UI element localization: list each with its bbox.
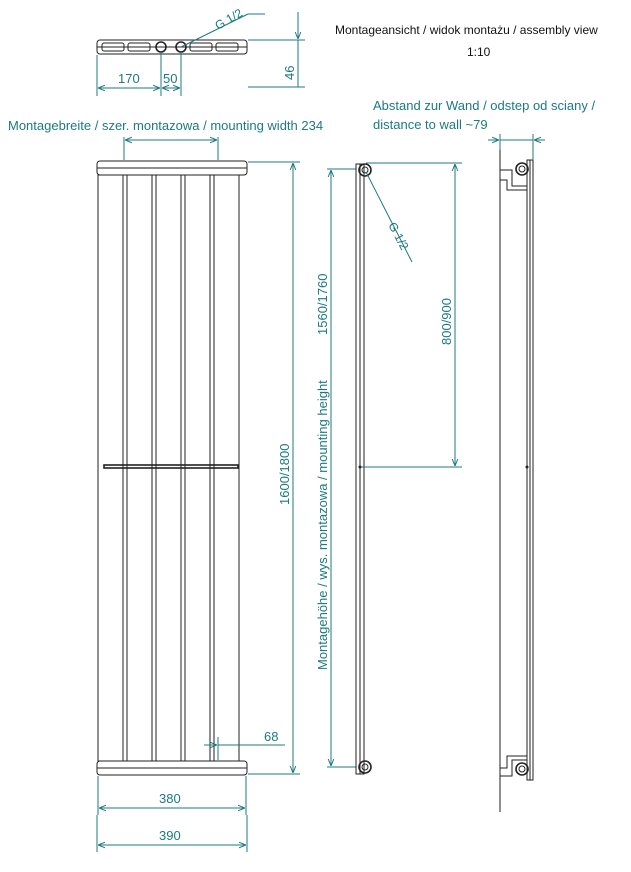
drawing-scale: 1:10 <box>467 45 491 59</box>
bracket-distance-label: 800/900 <box>439 298 454 345</box>
top-dim-46: 46 <box>282 66 297 80</box>
top-view: G 1/2 170 50 46 <box>96 6 305 96</box>
mounting-height-dimension: Montagehöhe / wys. montazowa / mounting … <box>315 168 356 768</box>
dim-390: 390 <box>159 828 181 843</box>
side-view: G 1/2 800/900 <box>355 162 462 775</box>
height-dim-label: 1600/1800 <box>277 444 292 505</box>
dim-68: 68 <box>264 729 278 744</box>
side-top-connection <box>358 163 372 177</box>
dim-380: 380 <box>159 791 181 806</box>
mounting-height-value: 1560/1760 <box>315 274 330 335</box>
side-connection-label: G 1/2 <box>385 220 411 253</box>
top-dim-50: 50 <box>163 71 177 86</box>
side-bottom-connection <box>358 760 372 774</box>
top-dim-170: 170 <box>118 71 140 86</box>
top-connection-label: G 1/2 <box>213 6 246 33</box>
drawing-title: Montageansicht / widok montażu / assembl… <box>335 23 598 37</box>
wall-view: Abstand zur Wand / odstep od sciany / di… <box>373 98 595 812</box>
mounting-width-label: Montagebreite / szer. montazowa / mounti… <box>8 118 323 133</box>
middle-rail <box>103 464 239 469</box>
mounting-height-label: Montagehöhe / wys. montazowa / mounting … <box>315 380 330 670</box>
wall-distance-label-2: distance to wall ~79 <box>373 117 488 132</box>
front-view: Montagebreite / szer. montazowa / mounti… <box>8 118 323 852</box>
wall-distance-label-1: Abstand zur Wand / odstep od sciany / <box>373 98 595 113</box>
